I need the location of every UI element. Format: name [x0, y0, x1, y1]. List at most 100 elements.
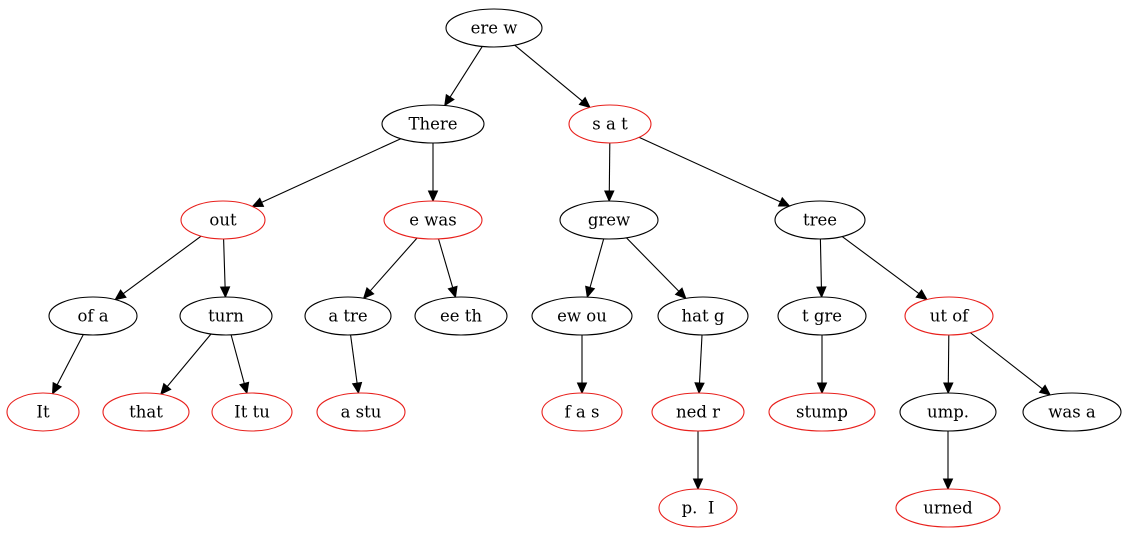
- node-ellipse: [895, 488, 1001, 528]
- edge-n2-n4: [251, 138, 402, 208]
- tree-node-n25: p. I: [658, 488, 738, 528]
- tree-node-n18: It tu: [211, 392, 293, 432]
- edge-n7-n14: [816, 238, 827, 299]
- node-label: s a t: [592, 115, 628, 134]
- arrowhead: [219, 286, 231, 299]
- tree-node-n2: There: [381, 104, 485, 144]
- node-ellipse: [102, 392, 190, 432]
- edge-line: [625, 237, 680, 292]
- tree-node-n23: ump.: [899, 392, 997, 432]
- node-ellipse: [541, 392, 623, 432]
- edge-line: [698, 334, 703, 384]
- tree-node-n19: a stu: [316, 392, 406, 432]
- node-ellipse: [304, 296, 392, 336]
- tree-node-n22: stump: [768, 392, 876, 432]
- edge-line: [514, 44, 583, 102]
- node-ellipse: [48, 296, 138, 336]
- edge-line: [947, 334, 950, 384]
- edge-n15-n23: [943, 334, 954, 395]
- arrowhead: [915, 289, 928, 301]
- edge-line: [608, 142, 611, 192]
- tree-node-n21: ned r: [651, 392, 745, 432]
- node-ellipse: [899, 392, 997, 432]
- arrowhead: [578, 96, 591, 109]
- edge-n6-n12: [585, 238, 605, 299]
- node-ellipse: [568, 104, 652, 144]
- node-ellipse: [559, 200, 659, 240]
- node-ellipse: [531, 296, 633, 336]
- node-label: There: [408, 115, 457, 134]
- node-label: a stu: [341, 403, 382, 422]
- tree-node-n7: tree: [774, 200, 866, 240]
- tree-node-n4: out: [180, 200, 266, 240]
- node-label: a tre: [328, 307, 367, 326]
- edge-n3-n6: [604, 142, 615, 203]
- edge-n5-n11: [437, 238, 458, 299]
- edge-line: [841, 236, 920, 295]
- node-ellipse: [179, 296, 273, 336]
- tree-node-n12: ew ou: [531, 296, 633, 336]
- edge-line: [589, 238, 605, 288]
- node-label: ere w: [471, 19, 518, 38]
- node-label: p. I: [682, 499, 715, 518]
- edge-line: [350, 334, 358, 384]
- tree-node-n13: hat g: [657, 296, 749, 336]
- node-ellipse: [658, 488, 738, 528]
- arrowhead: [114, 289, 127, 301]
- node-label: It tu: [234, 403, 270, 422]
- tree-node-n15: ut of: [904, 296, 994, 336]
- arrowhead: [447, 285, 458, 299]
- edge-n12-n20: [576, 335, 588, 395]
- edge-line: [638, 136, 781, 203]
- edge-n3-n7: [638, 136, 791, 207]
- arrowhead: [444, 93, 455, 107]
- node-label: t gre: [802, 307, 842, 326]
- arrowhead: [239, 381, 250, 395]
- edge-n15-n24: [969, 332, 1052, 396]
- node-label: ned r: [676, 403, 720, 422]
- node-label: ee th: [440, 307, 482, 326]
- node-label: out: [209, 211, 237, 230]
- node-ellipse: [768, 392, 876, 432]
- edge-n4-n9: [219, 238, 231, 299]
- arrowhead: [51, 381, 63, 395]
- tree-node-n26: urned: [895, 488, 1001, 528]
- node-ellipse: [383, 200, 483, 240]
- edge-line: [166, 333, 212, 387]
- node-label: that: [129, 403, 163, 422]
- arrowhead: [943, 382, 954, 395]
- node-ellipse: [6, 392, 80, 432]
- tree-node-n1: ere w: [445, 8, 543, 48]
- arrowhead: [604, 190, 615, 203]
- node-label: f a s: [565, 403, 600, 422]
- edge-n7-n15: [841, 236, 928, 301]
- arrowhead: [674, 287, 687, 300]
- arrowhead: [351, 381, 363, 395]
- tree-node-n6: grew: [559, 200, 659, 240]
- edge-line: [261, 138, 402, 203]
- arrowhead: [251, 197, 265, 208]
- arrowhead: [160, 382, 172, 396]
- node-ellipse: [180, 200, 266, 240]
- node-ellipse: [657, 296, 749, 336]
- edge-n14-n22: [816, 335, 828, 395]
- edge-line: [819, 238, 822, 288]
- arrowhead: [816, 382, 828, 395]
- arrowhead: [942, 478, 954, 491]
- edge-n13-n21: [694, 334, 705, 395]
- arrowhead: [694, 382, 705, 395]
- edge-n21-n25: [692, 431, 704, 491]
- node-label: tree: [803, 211, 837, 230]
- node-label: stump: [796, 403, 848, 422]
- edge-n6-n13: [625, 237, 687, 300]
- arrowhead: [585, 285, 596, 299]
- edge-n10-n19: [350, 334, 363, 395]
- edge-n8-n16: [51, 334, 84, 395]
- node-ellipse: [316, 392, 406, 432]
- node-ellipse: [651, 392, 745, 432]
- edge-line: [369, 237, 418, 292]
- edge-line: [449, 46, 483, 98]
- node-ellipse: [774, 200, 866, 240]
- node-ellipse: [414, 296, 508, 336]
